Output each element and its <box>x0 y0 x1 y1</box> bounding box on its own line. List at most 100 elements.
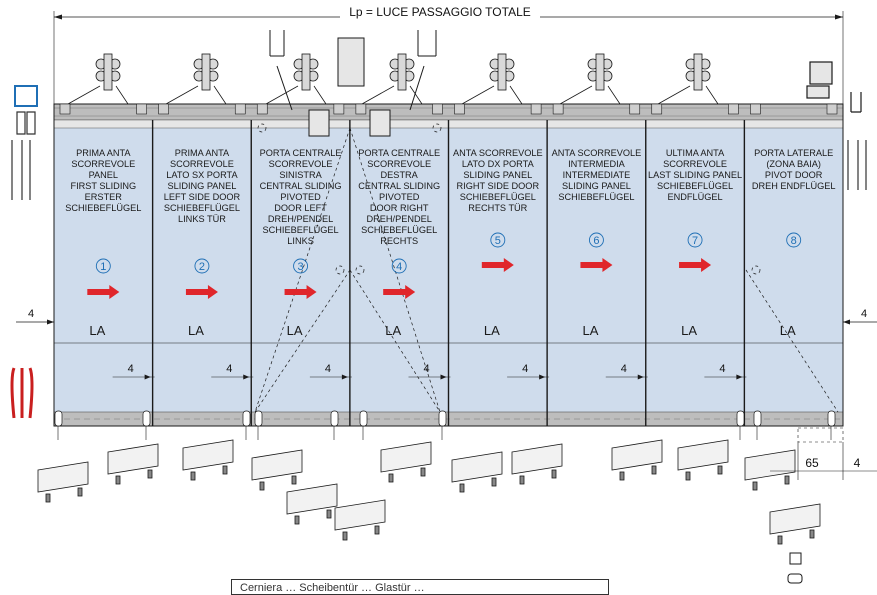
panel-text-line: SLIDING PANEL <box>463 170 532 180</box>
panel-width-label: LA <box>188 323 204 338</box>
detail-dim-65: 65 <box>805 456 819 470</box>
panel-text-line: DREH ENDFLÜGEL <box>752 181 836 191</box>
top-carriages <box>59 53 838 115</box>
panel-number: 6 <box>593 235 599 247</box>
side-gap-right-label: 4 <box>861 308 867 320</box>
overlap-label: 4 <box>128 363 134 375</box>
panel-text-line: LATO DX PORTA <box>462 159 535 169</box>
pivot-point-icon <box>54 410 63 427</box>
panel-text-line: PANEL <box>89 170 118 180</box>
floor-guide-icon <box>677 439 729 481</box>
floor-guide-icon <box>286 483 338 525</box>
panel-text-line: SCORREVOLE <box>71 159 135 169</box>
panel-number: 2 <box>199 261 205 273</box>
panel-text-line: FIRST SLIDING <box>70 181 136 191</box>
pivot-point-icon <box>736 410 745 427</box>
panel-number-circle <box>490 232 506 248</box>
rail-roller <box>728 103 739 115</box>
panel-text-line: PIVOTED <box>280 192 321 202</box>
panel-text-line: DOOR LEFT <box>274 203 327 213</box>
overlap-dim: 4 <box>704 363 747 380</box>
overlap-dim: 4 <box>507 363 550 380</box>
panel-text-line: SCHIEBEFLÜGEL <box>263 225 339 235</box>
panel-width-label: LA <box>385 323 401 338</box>
direction-arrow-icon <box>87 285 120 299</box>
panel-text-line: RIGHT SIDE DOOR <box>457 181 540 191</box>
rail-roller <box>158 103 169 115</box>
panel-text-line: PRIMA ANTA <box>175 148 230 158</box>
left-profiles <box>10 85 38 419</box>
panel-text-line: ANTA SCORREVOLE <box>453 148 543 158</box>
floor-guide-icon <box>744 449 796 491</box>
panel-text-line: SCORREVOLE <box>367 159 431 169</box>
panel-text-line: SCHIEBEFLÜGEL <box>164 203 240 213</box>
swing-indicators <box>254 123 839 413</box>
panel-text-line: DREH/PENDEL <box>268 214 333 224</box>
overlap-label: 4 <box>423 363 429 375</box>
direction-arrow-icon <box>383 285 416 299</box>
pivot-point-icon <box>359 410 368 427</box>
right-profiles <box>806 61 867 190</box>
overlap-dim: 4 <box>408 363 451 380</box>
panel-text-line: SCHIEBEFLÜGEL <box>361 225 437 235</box>
legend-box: Cerniera … Scheibentür … Glastür … <box>231 579 609 595</box>
panel-text-line: ENDFLÜGEL <box>667 192 722 202</box>
roller-carriage-icon <box>657 53 719 105</box>
panel-number-circle <box>293 258 309 274</box>
panel-number: 1 <box>100 261 106 273</box>
panel-6: ANTA SCORREVOLEINTERMEDIAINTERMEDIATESLI… <box>552 148 642 338</box>
rail-roller <box>355 103 367 115</box>
panel-text-line: (ZONA BAIA) <box>766 159 821 169</box>
panel-text-line: RECHTS TÜR <box>468 203 527 213</box>
pivot-point-icon <box>827 410 836 427</box>
panel-text-line: INTERMEDIATE <box>563 170 631 180</box>
floor-guide-icon <box>37 461 89 503</box>
panel-text-line: SCORREVOLE <box>170 159 234 169</box>
pivot-point-icon <box>254 410 263 427</box>
side-gap-right: 4 <box>843 308 877 325</box>
panel-text-line: DREH/PENDEL <box>367 214 432 224</box>
panel-text-line: ULTIMA ANTA <box>666 148 725 158</box>
floor-guide-icon <box>334 499 386 541</box>
roller-carriage-icon <box>165 53 227 105</box>
panel-number-circle <box>194 258 210 274</box>
rail-roller <box>750 103 761 115</box>
panel-number-circle <box>391 258 407 274</box>
overlap-dim: 4 <box>309 363 352 380</box>
roller-carriage-icon <box>67 53 129 105</box>
direction-arrow-icon <box>481 258 514 272</box>
overlap-dim: 4 <box>211 363 254 380</box>
rail-roller <box>59 103 71 115</box>
roller-carriage-icon <box>559 53 621 105</box>
panel-text-line: CENTRAL SLIDING <box>260 181 342 191</box>
panel-text-line: PIVOT DOOR <box>765 170 823 180</box>
panel-number-circle <box>588 232 604 248</box>
overlap-label: 4 <box>522 363 528 375</box>
rail-roller <box>333 103 345 115</box>
panel-3: PORTA CENTRALESCORREVOLESINISTRACENTRAL … <box>260 148 342 338</box>
overlap-label: 4 <box>325 363 331 375</box>
panel-width-label: LA <box>780 323 796 338</box>
panel-text-line: CENTRAL SLIDING <box>358 181 440 191</box>
panel-text-line: RECHTS <box>380 236 418 246</box>
rail-roller <box>432 103 443 115</box>
roller-carriage-icon <box>461 53 523 105</box>
direction-arrow-icon <box>185 285 218 299</box>
panel-text-line: PIVOTED <box>379 192 420 202</box>
panel-text-line: DESTRA <box>381 170 419 180</box>
panel-dividers <box>53 103 844 427</box>
panel-text-line: ANTA SCORREVOLE <box>552 148 642 158</box>
panel-number: 5 <box>495 235 501 247</box>
panel-text-line: SCORREVOLE <box>663 159 727 169</box>
pivot-point-icon <box>438 410 447 427</box>
rail-roller <box>234 103 246 115</box>
center-hardware <box>269 30 437 137</box>
rail-roller <box>136 103 147 115</box>
panel-8: PORTA LATERALE(ZONA BAIA)PIVOT DOORDREH … <box>752 148 836 338</box>
panel-number: 8 <box>791 235 797 247</box>
